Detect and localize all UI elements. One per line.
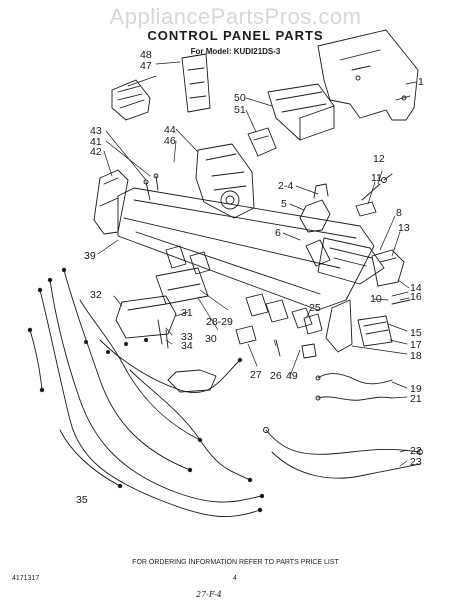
handwritten-note: 27-F-4 <box>196 590 222 599</box>
label-50: 50 <box>234 92 246 104</box>
label-5: 5 <box>281 198 287 210</box>
label-34: 34 <box>181 340 193 352</box>
part-49-clip <box>301 343 317 359</box>
label-26: 26 <box>270 370 282 382</box>
label-32: 32 <box>90 289 102 301</box>
part-1-mounting-plate <box>317 29 419 121</box>
label-21: 21 <box>410 393 422 405</box>
part-35-harness <box>29 269 263 517</box>
label-11: 11 <box>371 172 382 184</box>
label-15: 15 <box>410 327 422 339</box>
label-35: 35 <box>76 494 88 506</box>
diagram-title: CONTROL PANEL PARTS <box>147 28 324 43</box>
ordering-note: FOR ORDERING INFORMATION REFER TO PARTS … <box>132 559 339 566</box>
part-42-end-cap <box>93 169 129 235</box>
label-8: 8 <box>396 207 402 219</box>
label-42: 42 <box>90 146 102 158</box>
page-number: 4 <box>233 575 237 582</box>
label-48: 48 <box>140 49 152 61</box>
label-17: 17 <box>410 339 422 351</box>
label-1: 1 <box>418 76 424 88</box>
label-16: 16 <box>410 291 422 303</box>
label-27: 27 <box>250 369 262 381</box>
part-23-wire <box>271 451 421 479</box>
label-19: 19 <box>410 383 422 395</box>
part-19-wire <box>317 373 393 385</box>
part-47-switch <box>111 79 151 121</box>
label-41: 41 <box>90 136 102 148</box>
label-22: 22 <box>410 445 422 457</box>
label-46: 46 <box>164 135 176 147</box>
callout-labels: 1 2-4 5 6 8 10 11 12 13 14 15 16 17 18 1… <box>76 49 424 506</box>
label-14: 14 <box>410 282 422 294</box>
part-17-clip <box>357 315 393 347</box>
label-18: 18 <box>410 350 422 362</box>
label-13: 13 <box>398 222 410 234</box>
document-number: 4171317 <box>12 575 40 582</box>
label-6: 6 <box>275 227 281 239</box>
part-27-knob <box>235 325 257 345</box>
part-39-control-panel <box>117 187 375 311</box>
part-18-end-cap <box>325 299 353 353</box>
label-49: 49 <box>286 370 298 382</box>
label-12: 12 <box>373 153 385 165</box>
part-13-bracket <box>371 249 405 287</box>
part-25-clip <box>303 313 323 335</box>
label-23: 23 <box>410 456 422 468</box>
label-44: 44 <box>164 124 176 136</box>
part-32-lens <box>115 295 177 339</box>
label-10: 10 <box>370 293 382 305</box>
part-8-relay <box>317 237 385 285</box>
part-44-housing <box>195 143 255 219</box>
label-25: 25 <box>309 302 321 314</box>
part-30-bracket <box>155 267 209 305</box>
part-11-clip <box>355 201 377 217</box>
label-31: 31 <box>181 307 193 319</box>
label-47: 47 <box>140 60 152 72</box>
part-22-wire <box>265 429 421 455</box>
label-2-4: 2-4 <box>278 180 293 192</box>
label-43: 43 <box>90 125 102 137</box>
label-51: 51 <box>234 104 246 116</box>
part-50-connector <box>267 83 335 141</box>
part-5-switch <box>299 199 331 233</box>
part-51-connector <box>247 127 277 157</box>
label-28-29: 28-29 <box>206 316 233 328</box>
watermark: AppliancePartsPros.com <box>109 4 362 29</box>
part-48-bracket <box>181 53 211 113</box>
model-subtitle: For Model: KUDI21DS-3 <box>190 47 281 56</box>
label-39: 39 <box>84 250 96 262</box>
part-21-wire <box>317 396 393 401</box>
label-33: 33 <box>181 331 193 343</box>
label-30: 30 <box>205 333 217 345</box>
